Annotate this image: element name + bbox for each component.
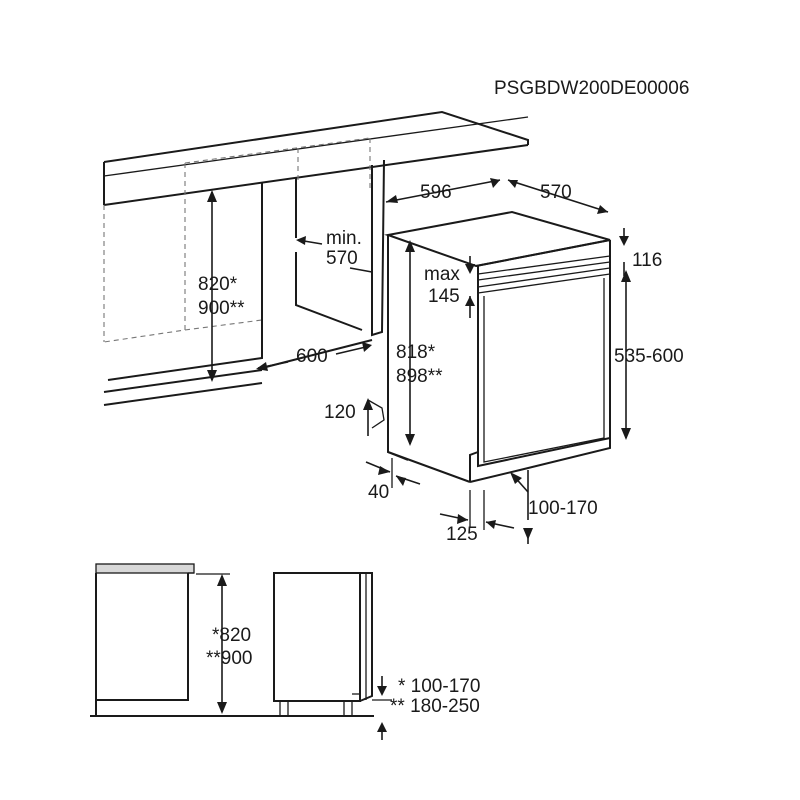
kitchen-niche: [103, 110, 529, 406]
appliance-height-label-1: 818*: [396, 342, 436, 363]
kick-range-label: 100-170: [528, 498, 598, 519]
niche-height-label-1: 820*: [198, 274, 238, 295]
min-value: 570: [326, 248, 358, 269]
dimension-lines: [207, 178, 631, 544]
niche-height-label-2: 900**: [198, 298, 245, 319]
side-height-label-2: **900: [206, 648, 253, 669]
top-gap-label: 116: [632, 250, 662, 271]
max-value: 145: [428, 286, 460, 307]
model-code: PSGBDW200DE00006: [494, 78, 689, 99]
depth-label: 570: [540, 182, 572, 203]
dishwasher: [384, 210, 611, 483]
foot-offset-label: 40: [368, 482, 389, 503]
max-label: max: [424, 264, 460, 285]
side-plinth-label-2: ** 180-250: [390, 696, 480, 717]
foot-height-label: 120: [324, 402, 356, 423]
door-range-label: 535-600: [614, 346, 684, 367]
kick-depth-label: 125: [446, 524, 478, 545]
width-label: 596: [420, 182, 452, 203]
appliance-height-label-2: 898**: [396, 366, 443, 387]
min-label: min.: [326, 228, 362, 249]
side-height-label-1: *820: [212, 625, 251, 646]
niche-width-label: 600: [296, 346, 328, 367]
side-view: [90, 563, 392, 740]
side-plinth-label-1: * 100-170: [398, 676, 480, 697]
